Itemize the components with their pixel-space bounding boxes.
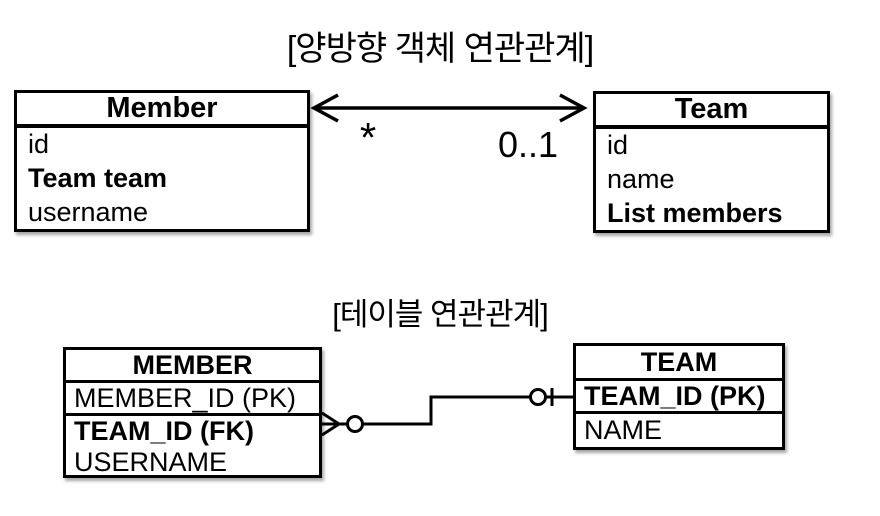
member-table-row-fk: TEAM_ID (FK) [74,416,254,446]
team-table-row-pk: TEAM_ID (PK) [576,381,782,414]
team-table-box: TEAM TEAM_ID (PK) NAME [573,343,785,450]
member-table-name: MEMBER [66,350,319,383]
member-field-id: id [28,129,50,160]
member-field-team: Team team [28,163,168,193]
table-diagram-title: [테이블 연관관계] [332,297,548,332]
team-field-members: List members [607,197,783,228]
team-class-box: Team id name List members [593,91,830,233]
team-class-fields: id name List members [596,129,827,230]
member-end-circle-icon [346,415,364,433]
member-class-box: Member id Team team username [14,90,310,232]
team-field-name: name [607,164,675,194]
team-table-name: TEAM [576,346,782,381]
team-field-id: id [607,130,629,161]
team-class-name: Team [596,93,827,129]
team-table-rows: TEAM_ID (PK) NAME [576,381,782,447]
team-multiplicity-label: 0..1 [498,124,559,165]
member-table-row-username: USERNAME [74,447,228,477]
team-table-row-name: NAME [584,415,663,445]
member-multiplicity-label: * [359,114,377,161]
crow-foot-many-icon [321,411,340,437]
member-class-fields: id Team team username [17,128,307,229]
member-class-name: Member [17,92,307,128]
fk-relationship-connector [321,388,573,437]
member-table-box: MEMBER MEMBER_ID (PK) TEAM_ID (FK) USERN… [63,347,322,478]
member-table-row-pk: MEMBER_ID (PK) [66,383,319,416]
object-diagram-title: [양방향 객체 연관관계] [286,30,594,68]
zero-or-one-icon [529,388,554,406]
member-field-username: username [28,196,149,227]
member-table-rows: MEMBER_ID (PK) TEAM_ID (FK) USERNAME [66,383,319,478]
